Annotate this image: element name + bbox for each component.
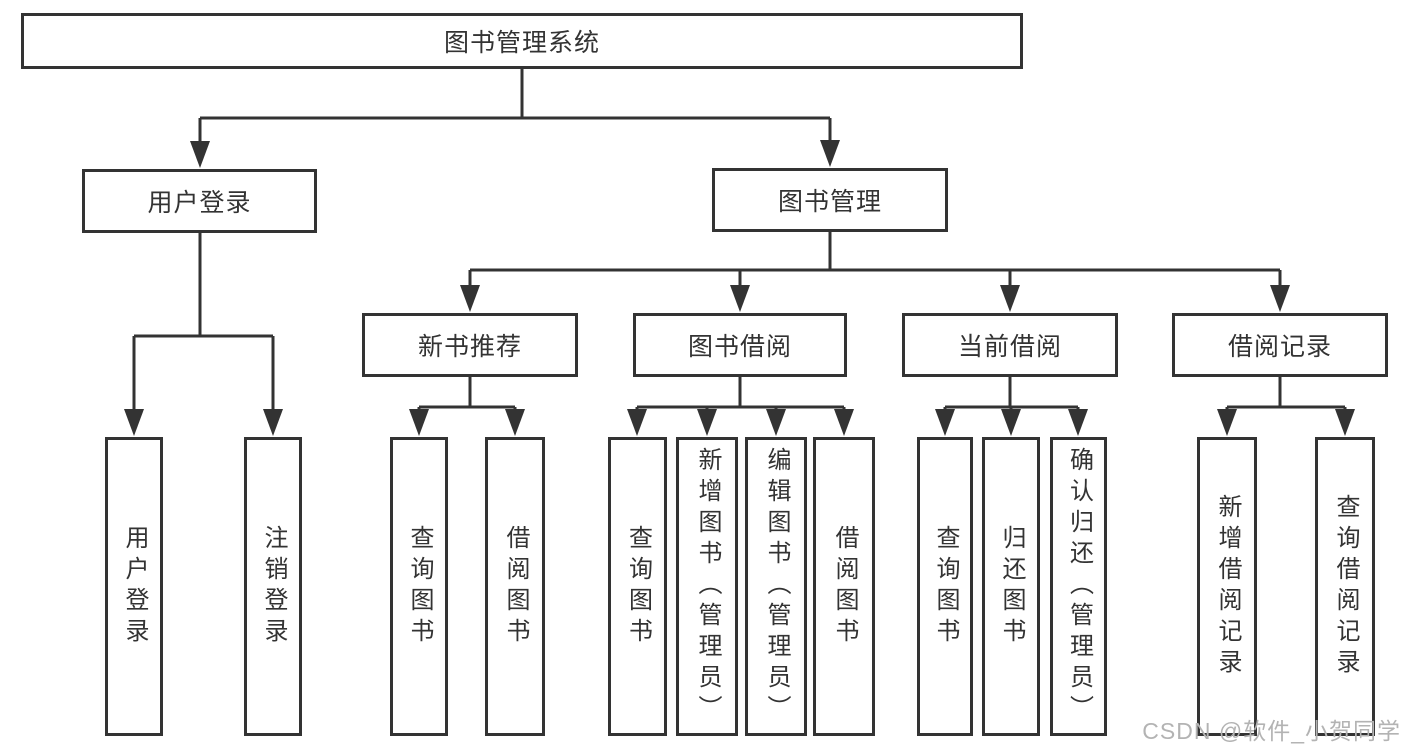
node-new-book-rec: 新书推荐 — [362, 313, 578, 377]
leaf-add-book-admin: 新增图书（管理员） — [676, 437, 738, 736]
leaf-add-borrow-record: 新增借阅记录 — [1197, 437, 1257, 736]
node-new-book-rec-label: 新书推荐 — [417, 333, 522, 361]
leaf-logout: 注销登录 — [244, 437, 302, 736]
leaf-query-books-3-label: 查询图书 — [932, 524, 959, 649]
node-user-login-branch-label: 用户登录 — [147, 189, 252, 217]
connector-root-to-level1 — [198, 69, 832, 143]
leaf-add-borrow-record-label: 新增借阅记录 — [1214, 493, 1241, 680]
connector-login-to-leaves — [132, 233, 275, 411]
leaf-logout-label: 注销登录 — [260, 524, 287, 649]
leaf-borrow-books-2-label: 借阅图书 — [831, 524, 858, 649]
leaf-user-login: 用户登录 — [105, 437, 163, 736]
leaf-borrow-books-1-label: 借阅图书 — [502, 524, 529, 649]
leaf-query-books-2: 查询图书 — [608, 437, 667, 736]
leaf-borrow-books-1: 借阅图书 — [485, 437, 545, 736]
node-book-borrow: 图书借阅 — [633, 313, 847, 377]
connector-records-to-leaves — [1225, 377, 1347, 410]
leaf-confirm-return-admin: 确认归还（管理员） — [1050, 437, 1107, 736]
node-book-borrow-label: 图书借阅 — [687, 333, 792, 361]
node-book-mgmt-branch-label: 图书管理 — [777, 188, 882, 216]
connector-current-to-leaves — [943, 377, 1080, 410]
connector-newbook-to-leaves — [417, 377, 517, 410]
csdn-watermark: CSDN @软件_小贺同学 — [1142, 718, 1401, 744]
node-user-login-branch: 用户登录 — [82, 169, 317, 233]
leaf-query-borrow-record: 查询借阅记录 — [1315, 437, 1375, 736]
node-current-borrow: 当前借阅 — [902, 313, 1118, 377]
leaf-user-login-label: 用户登录 — [121, 524, 148, 649]
node-current-borrow-label: 当前借阅 — [957, 333, 1062, 361]
leaf-query-borrow-record-label: 查询借阅记录 — [1332, 493, 1359, 680]
connector-borrow-to-leaves — [635, 377, 846, 410]
node-root: 图书管理系统 — [21, 13, 1023, 69]
node-borrow-records-label: 借阅记录 — [1227, 333, 1332, 361]
leaf-query-books-1-label: 查询图书 — [406, 524, 433, 649]
leaf-query-books-1: 查询图书 — [390, 437, 448, 736]
leaf-add-book-admin-label: 新增图书（管理员） — [694, 447, 721, 726]
leaf-confirm-return-admin-label: 确认归还（管理员） — [1065, 447, 1093, 726]
leaf-borrow-books-2: 借阅图书 — [813, 437, 875, 736]
leaf-return-book: 归还图书 — [982, 437, 1040, 736]
leaf-edit-book-admin: 编辑图书（管理员） — [745, 437, 807, 736]
node-root-label: 图书管理系统 — [443, 29, 600, 57]
node-book-mgmt-branch: 图书管理 — [712, 168, 948, 232]
leaf-return-book-label: 归还图书 — [998, 524, 1025, 649]
leaf-query-books-3: 查询图书 — [917, 437, 973, 736]
leaf-query-books-2-label: 查询图书 — [624, 524, 652, 649]
connector-mgmt-to-level2 — [468, 232, 1282, 287]
node-borrow-records: 借阅记录 — [1172, 313, 1388, 377]
leaf-edit-book-admin-label: 编辑图书（管理员） — [763, 447, 790, 726]
